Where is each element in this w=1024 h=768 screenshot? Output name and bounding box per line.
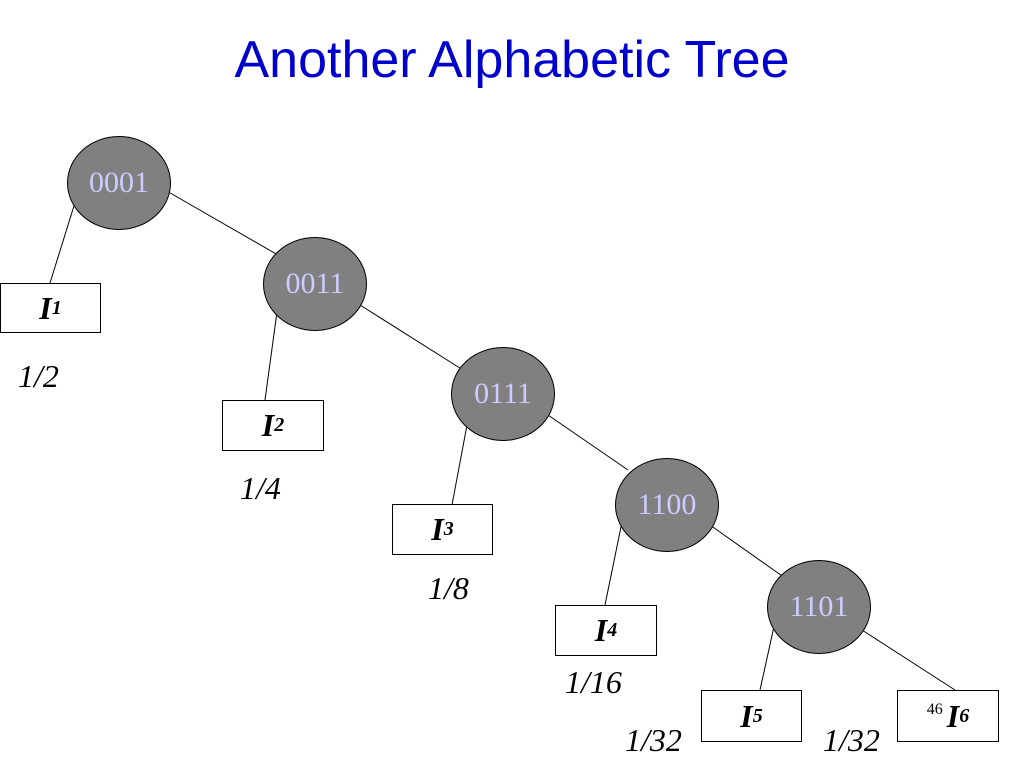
leaf-probability: 1/4: [240, 470, 281, 506]
leaf-subscript: 1: [51, 296, 62, 319]
leaf-subscript: 4: [607, 619, 618, 641]
edge-node5-leaf6: [861, 629, 956, 691]
leaf-letter: I: [261, 407, 275, 443]
edge-node1-leaf1: [49, 192, 79, 284]
leaf-subscript: 3: [443, 518, 454, 540]
leaf-letter: I: [740, 697, 753, 734]
leaf-letter: I: [594, 612, 608, 648]
edge-node4-leaf4: [604, 521, 623, 606]
leaf-probability: 1/8: [428, 570, 469, 606]
tree-node: 1101: [767, 560, 871, 654]
edge-node1-node2: [164, 189, 279, 256]
edge-node2-node3: [359, 304, 464, 371]
leaf-subscript: 2: [274, 414, 285, 436]
leaf-subscript: 6: [959, 704, 970, 727]
tree-node: 0111: [451, 347, 555, 441]
edge-node4-node5: [709, 524, 786, 579]
leaf-letter: I: [39, 289, 52, 326]
leaf-probability: 1/32: [625, 722, 682, 758]
leaf-letter: I: [431, 511, 444, 547]
slide-title: Another Alphabetic Tree: [234, 31, 790, 89]
tree-node: 0011: [263, 237, 367, 331]
leaf-letter: I: [946, 697, 960, 734]
slide-number: 46: [926, 701, 943, 718]
leaf-probability: 1/32: [823, 722, 880, 758]
tree-node: 1100: [615, 458, 719, 552]
edge-node3-node4: [547, 414, 629, 471]
leaf-subscript: 5: [752, 704, 763, 727]
leaf-probability: 1/2: [18, 358, 59, 394]
leaf-probability: 1/16: [565, 664, 622, 700]
edge-node5-leaf5: [759, 621, 776, 691]
edge-node2-leaf2: [264, 311, 278, 401]
edge-node3-leaf3: [451, 424, 468, 506]
tree-node: 0001: [67, 136, 171, 230]
